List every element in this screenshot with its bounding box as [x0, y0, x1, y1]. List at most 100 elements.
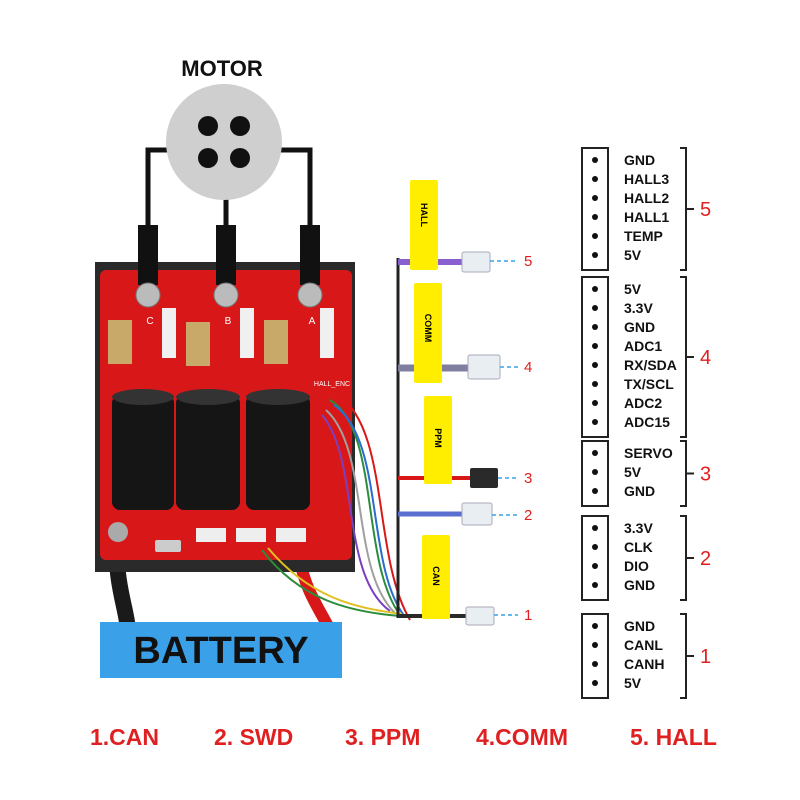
phase-cable-a — [300, 225, 320, 285]
phase-lug — [297, 282, 323, 308]
motor-wire-right — [270, 147, 313, 230]
pin-label: HALL3 — [624, 171, 669, 187]
cable-bundle: 5 4 3 2 1 — [396, 251, 532, 626]
group-number: 3 — [700, 464, 711, 486]
group-bracket — [680, 440, 694, 507]
phase-label-a: A — [309, 316, 316, 327]
pin-dot — [592, 525, 598, 531]
phase-cable-c — [138, 225, 158, 285]
group-bracket — [680, 515, 694, 601]
pin-label: GND — [624, 152, 655, 168]
capacitor-top — [246, 389, 310, 405]
tag-hall — [410, 180, 438, 270]
pin-label: GND — [624, 618, 655, 634]
connector-housing — [581, 276, 609, 438]
pin-label: TEMP — [624, 228, 663, 244]
group-bracket — [680, 613, 694, 699]
pin-dot — [592, 419, 598, 425]
onboard-connector — [276, 528, 306, 542]
resistor — [162, 308, 176, 358]
capacitor-top — [176, 389, 240, 405]
pin-dot — [592, 623, 598, 629]
group-number: 5 — [700, 199, 711, 221]
pin-label: CANL — [624, 637, 663, 653]
jst-plug-2 — [461, 502, 493, 526]
jst-plug-4 — [467, 354, 501, 380]
connector-housing — [581, 613, 609, 699]
phase-cable-b — [216, 225, 236, 285]
pin-label: DIO — [624, 558, 649, 574]
phase-label-b: B — [225, 316, 232, 327]
cable-tags: HALL COMM PPM CAN — [410, 180, 452, 619]
pin-dot — [592, 544, 598, 550]
jst-plug-5 — [461, 251, 491, 273]
battery-label-text: BATTERY — [133, 630, 308, 672]
group-number: 4 — [700, 347, 711, 369]
tag-hall-text: HALL — [419, 203, 429, 227]
group-number: 2 — [700, 548, 711, 570]
pin-dot — [592, 563, 598, 569]
pin-label: CANH — [624, 656, 664, 672]
capacitor — [246, 395, 310, 510]
bottom-legend: 1.CAN 2. SWD 3. PPM 4.COMM 5. HALL — [90, 724, 717, 750]
pin-dot — [592, 286, 598, 292]
legend-swd: 2. SWD — [214, 724, 293, 750]
connector-number-4: 4 — [524, 359, 532, 376]
phase-label-c: C — [146, 316, 153, 327]
harness-wire — [325, 409, 396, 614]
pin-label: ADC2 — [624, 395, 662, 411]
tag-ppm-text: PPM — [433, 428, 443, 448]
group-number: 1 — [700, 646, 711, 668]
motor-body — [166, 84, 282, 200]
pin-label: ADC15 — [624, 414, 670, 430]
tag-comm-text: COMM — [423, 314, 433, 343]
pin-label: HALL2 — [624, 190, 669, 206]
pin-dot — [592, 305, 598, 311]
esc-board: C B A HALL_ENC — [95, 225, 355, 572]
onboard-connector — [196, 528, 226, 542]
harness-wire — [321, 414, 391, 612]
pin-label: GND — [624, 577, 655, 593]
pin-label: TX/SCL — [624, 376, 674, 392]
pin-label: CLK — [624, 539, 653, 555]
harness-wire — [333, 404, 406, 618]
shunt — [264, 320, 288, 364]
resistor — [320, 308, 334, 358]
pin-label: 5V — [624, 247, 642, 263]
motor-terminal — [230, 116, 250, 136]
pin-label: ADC1 — [624, 338, 662, 354]
pin-label: 5V — [624, 675, 642, 691]
pin-label: RX/SDA — [624, 357, 677, 373]
mount-screw — [108, 522, 128, 542]
battery-label: BATTERY — [100, 622, 342, 678]
tag-comm — [414, 283, 442, 383]
pin-dot — [592, 343, 598, 349]
pin-label: GND — [624, 319, 655, 335]
capacitor — [112, 395, 174, 510]
pin-dot — [592, 233, 598, 239]
pin-dot — [592, 642, 598, 648]
onboard-connector — [236, 528, 266, 542]
motor-label: MOTOR — [181, 56, 263, 81]
tag-can — [422, 535, 450, 619]
tag-ppm — [424, 396, 452, 484]
pin-dot — [592, 661, 598, 667]
legend-comm: 4.COMM — [476, 724, 568, 750]
motor-terminal — [230, 148, 250, 168]
pin-dot — [592, 469, 598, 475]
pin-label: GND — [624, 483, 655, 499]
board-silkscreen: HALL_ENC — [314, 381, 350, 388]
pinout-groups: GNDHALL3HALL2HALL1TEMP5V55V3.3VGNDADC1RX… — [581, 147, 711, 699]
pin-dot — [592, 400, 598, 406]
connector-number-1: 1 — [524, 607, 532, 624]
pin-dot — [592, 582, 598, 588]
resistor — [240, 308, 254, 358]
connector-number-2: 2 — [524, 507, 532, 524]
pin-dot — [592, 362, 598, 368]
pin-dot — [592, 195, 598, 201]
connector-number-3: 3 — [524, 470, 532, 487]
pin-label: SERVO — [624, 445, 673, 461]
